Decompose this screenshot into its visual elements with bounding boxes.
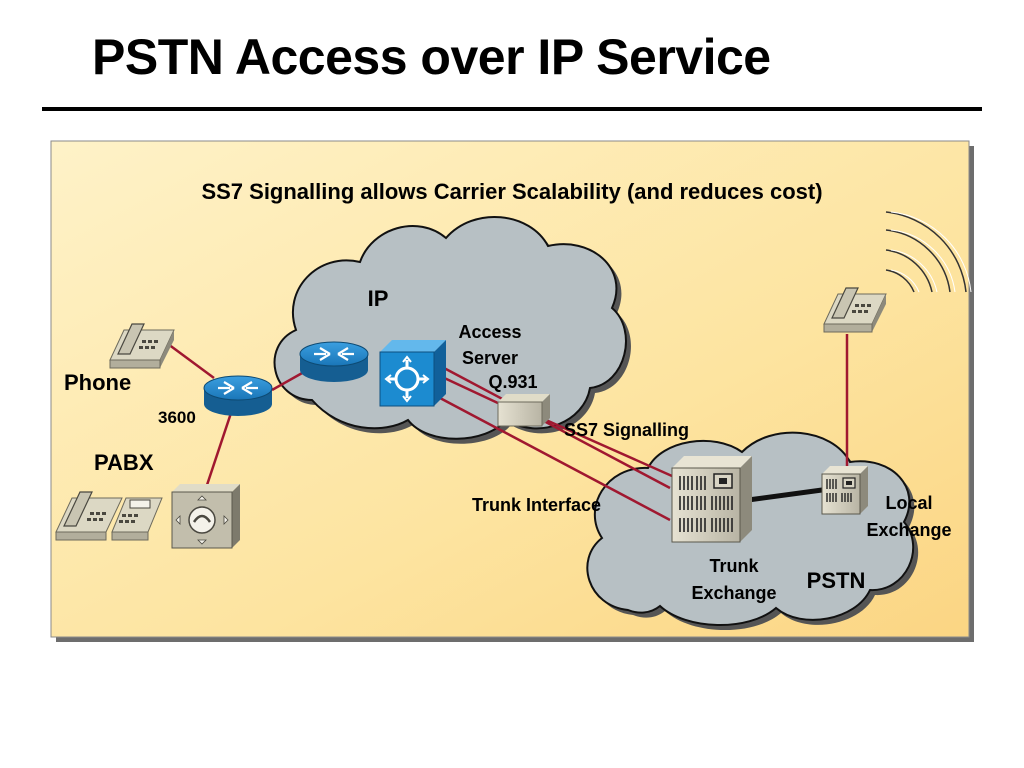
pabx-phones-icon: [55, 491, 163, 541]
link-access-q931: [439, 374, 501, 406]
link-router-pabx: [204, 409, 234, 489]
slide-title: PSTN Access over IP Service: [92, 29, 771, 85]
local-exchange-label-line2: Exchange: [866, 520, 951, 540]
ss7-signalling-label: SS7 Signalling: [564, 420, 689, 440]
wireless-waves-icon: [885, 211, 972, 293]
access-server-label-line2: Server: [462, 348, 518, 368]
trunk-exchange-label-line1: Trunk: [709, 556, 759, 576]
access-server-icon: [379, 340, 446, 407]
diagram-subtitle: SS7 Signalling allows Carrier Scalabilit…: [201, 179, 822, 204]
trunk-exchange-icon: [671, 456, 752, 543]
link-trunk-local: [747, 487, 823, 503]
pabx-label: PABX: [94, 450, 154, 475]
q931-label: Q.931: [488, 372, 537, 392]
pstn-telephone-icon: [823, 287, 887, 333]
pstn-cloud-label: PSTN: [807, 568, 866, 593]
network-links: [167, 334, 849, 522]
link-ss7: [545, 418, 673, 478]
link-router-ip: [271, 370, 305, 392]
telephone-icon: [109, 323, 175, 369]
pabx-icon: [171, 484, 240, 549]
phone-label: Phone: [64, 370, 131, 395]
router-3600-icon: [203, 375, 273, 416]
link-trunk-2: [439, 396, 671, 522]
link-trunk-1: [443, 366, 671, 490]
ip-router-icon: [299, 341, 369, 382]
router-3600-label: 3600: [158, 408, 196, 427]
local-exchange-icon: [821, 466, 868, 515]
ip-cloud: [273, 216, 631, 444]
trunk-exchange-label-line2: Exchange: [691, 583, 776, 603]
link-phone-router: [167, 342, 215, 380]
trunk-interface-label: Trunk Interface: [472, 495, 601, 515]
title-rule: [42, 107, 982, 111]
access-server-label-line1: Access: [458, 322, 521, 342]
signalling-box-icon: [497, 394, 550, 427]
local-exchange-label-line1: Local: [885, 493, 932, 513]
ip-cloud-label: IP: [368, 286, 389, 311]
